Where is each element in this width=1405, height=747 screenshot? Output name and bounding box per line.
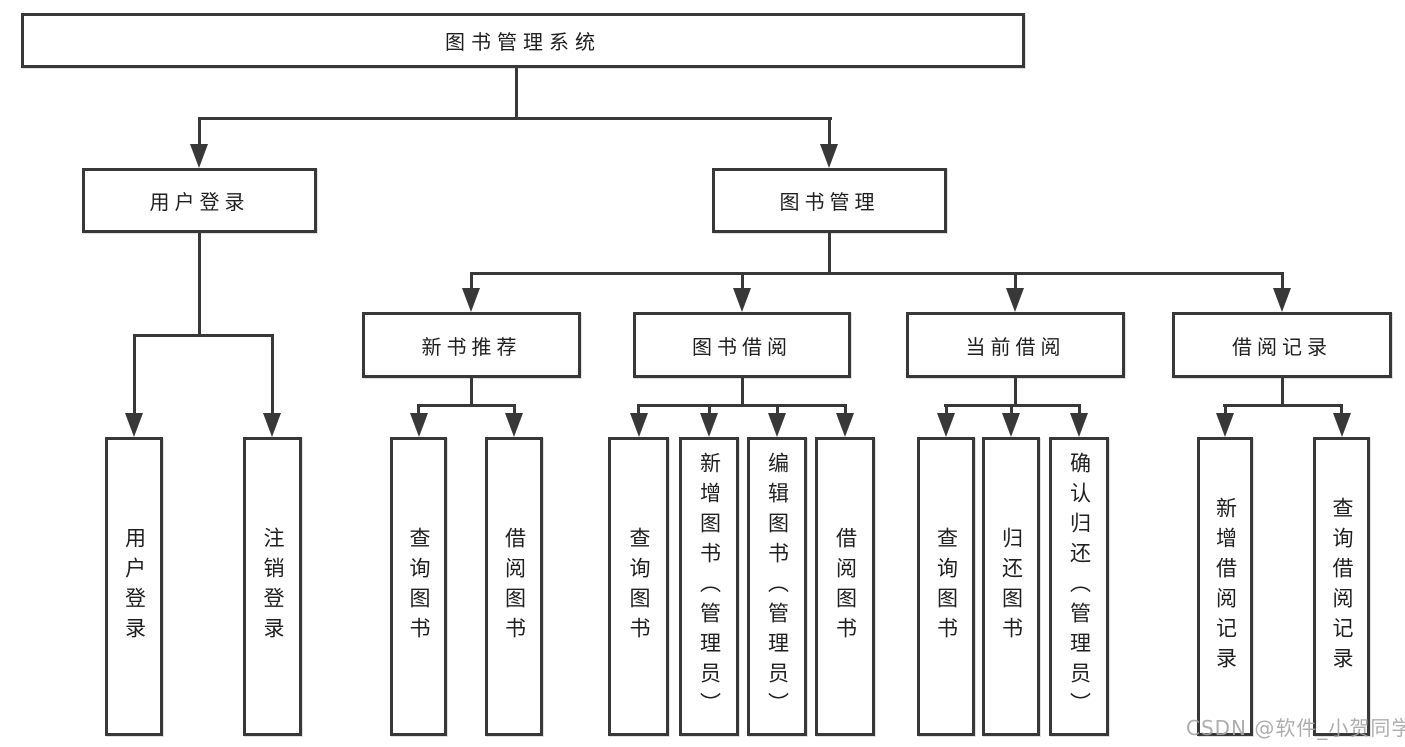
connector-line	[1281, 376, 1284, 407]
leaf-label: 查询图书	[627, 526, 651, 647]
connector-line	[133, 334, 274, 337]
arrow-head	[190, 144, 208, 168]
leaf-label: 查询图书	[407, 526, 431, 647]
connector-line	[1014, 376, 1017, 407]
leaf-current-return: 归还图书	[982, 437, 1040, 736]
leaf-label: 归还图书	[999, 526, 1024, 647]
leaf-newbook-query: 查询图书	[390, 437, 447, 736]
arrow-head	[1002, 413, 1020, 437]
connector-line	[271, 334, 274, 431]
arrow-head	[462, 288, 480, 312]
node-root: 图书管理系统	[21, 13, 1025, 68]
arrow-head	[125, 413, 143, 437]
node-user-login: 用户登录	[82, 168, 317, 233]
leaf-label: 借阅图书	[833, 526, 858, 647]
arrow-head	[505, 413, 523, 437]
connector-line	[198, 117, 832, 120]
arrow-head	[937, 413, 955, 437]
arrow-head	[820, 144, 838, 168]
connector-line	[828, 233, 831, 275]
arrow-head	[768, 413, 786, 437]
leaf-label: 编辑图书（管理员）	[765, 451, 790, 722]
connector-line	[470, 376, 473, 407]
arrow-head	[1216, 413, 1234, 437]
arrow-head	[1006, 288, 1024, 312]
arrow-head	[1333, 413, 1351, 437]
leaf-label: 新增借阅记录	[1213, 496, 1238, 677]
leaf-label: 注销登录	[261, 526, 285, 647]
connector-line	[417, 404, 516, 407]
arrow-head	[410, 413, 428, 437]
connector-line	[1223, 404, 1343, 407]
leaf-borrow-query: 查询图书	[608, 437, 669, 736]
leaf-borrow-edit-admin: 编辑图书（管理员）	[747, 437, 807, 736]
watermark-text: CSDN @软件_小贺同学	[1186, 716, 1405, 740]
leaf-label: 查询图书	[934, 526, 959, 647]
leaf-records-add: 新增借阅记录	[1197, 437, 1253, 736]
connector-line	[515, 68, 518, 119]
connector-line	[133, 334, 136, 431]
leaf-records-query: 查询借阅记录	[1313, 437, 1370, 736]
node-new-book-recommend: 新书推荐	[362, 312, 581, 378]
arrow-head	[836, 413, 854, 437]
leaf-borrow-add-admin: 新增图书（管理员）	[679, 437, 739, 736]
connector-line	[637, 404, 846, 407]
arrow-head	[700, 413, 718, 437]
node-borrow-records: 借阅记录	[1172, 312, 1392, 378]
arrow-head	[263, 413, 281, 437]
connector-line	[198, 117, 201, 162]
leaf-current-confirm-admin: 确认归还（管理员）	[1049, 437, 1109, 736]
leaf-label: 确认归还（管理员）	[1067, 451, 1092, 722]
connector-line	[828, 117, 831, 162]
arrow-head	[733, 288, 751, 312]
leaf-label: 用户登录	[122, 526, 147, 647]
arrow-head	[1070, 413, 1088, 437]
node-book-management: 图书管理	[712, 168, 947, 233]
node-book-borrow: 图书借阅	[633, 312, 851, 378]
leaf-current-query: 查询图书	[917, 437, 975, 736]
leaf-logout: 注销登录	[243, 437, 302, 736]
connector-line	[198, 233, 201, 337]
node-current-borrow: 当前借阅	[906, 312, 1125, 378]
leaf-label: 新增图书（管理员）	[697, 451, 722, 722]
arrow-head	[1273, 288, 1291, 312]
leaf-borrow-borrow: 借阅图书	[815, 437, 875, 736]
leaf-label: 查询借阅记录	[1330, 496, 1354, 677]
arrow-head	[630, 413, 648, 437]
leaf-label: 借阅图书	[502, 526, 527, 647]
leaf-user-login: 用户登录	[105, 437, 163, 736]
connector-line	[741, 376, 744, 407]
leaf-newbook-borrow: 借阅图书	[485, 437, 543, 736]
connector-line	[470, 272, 1284, 275]
